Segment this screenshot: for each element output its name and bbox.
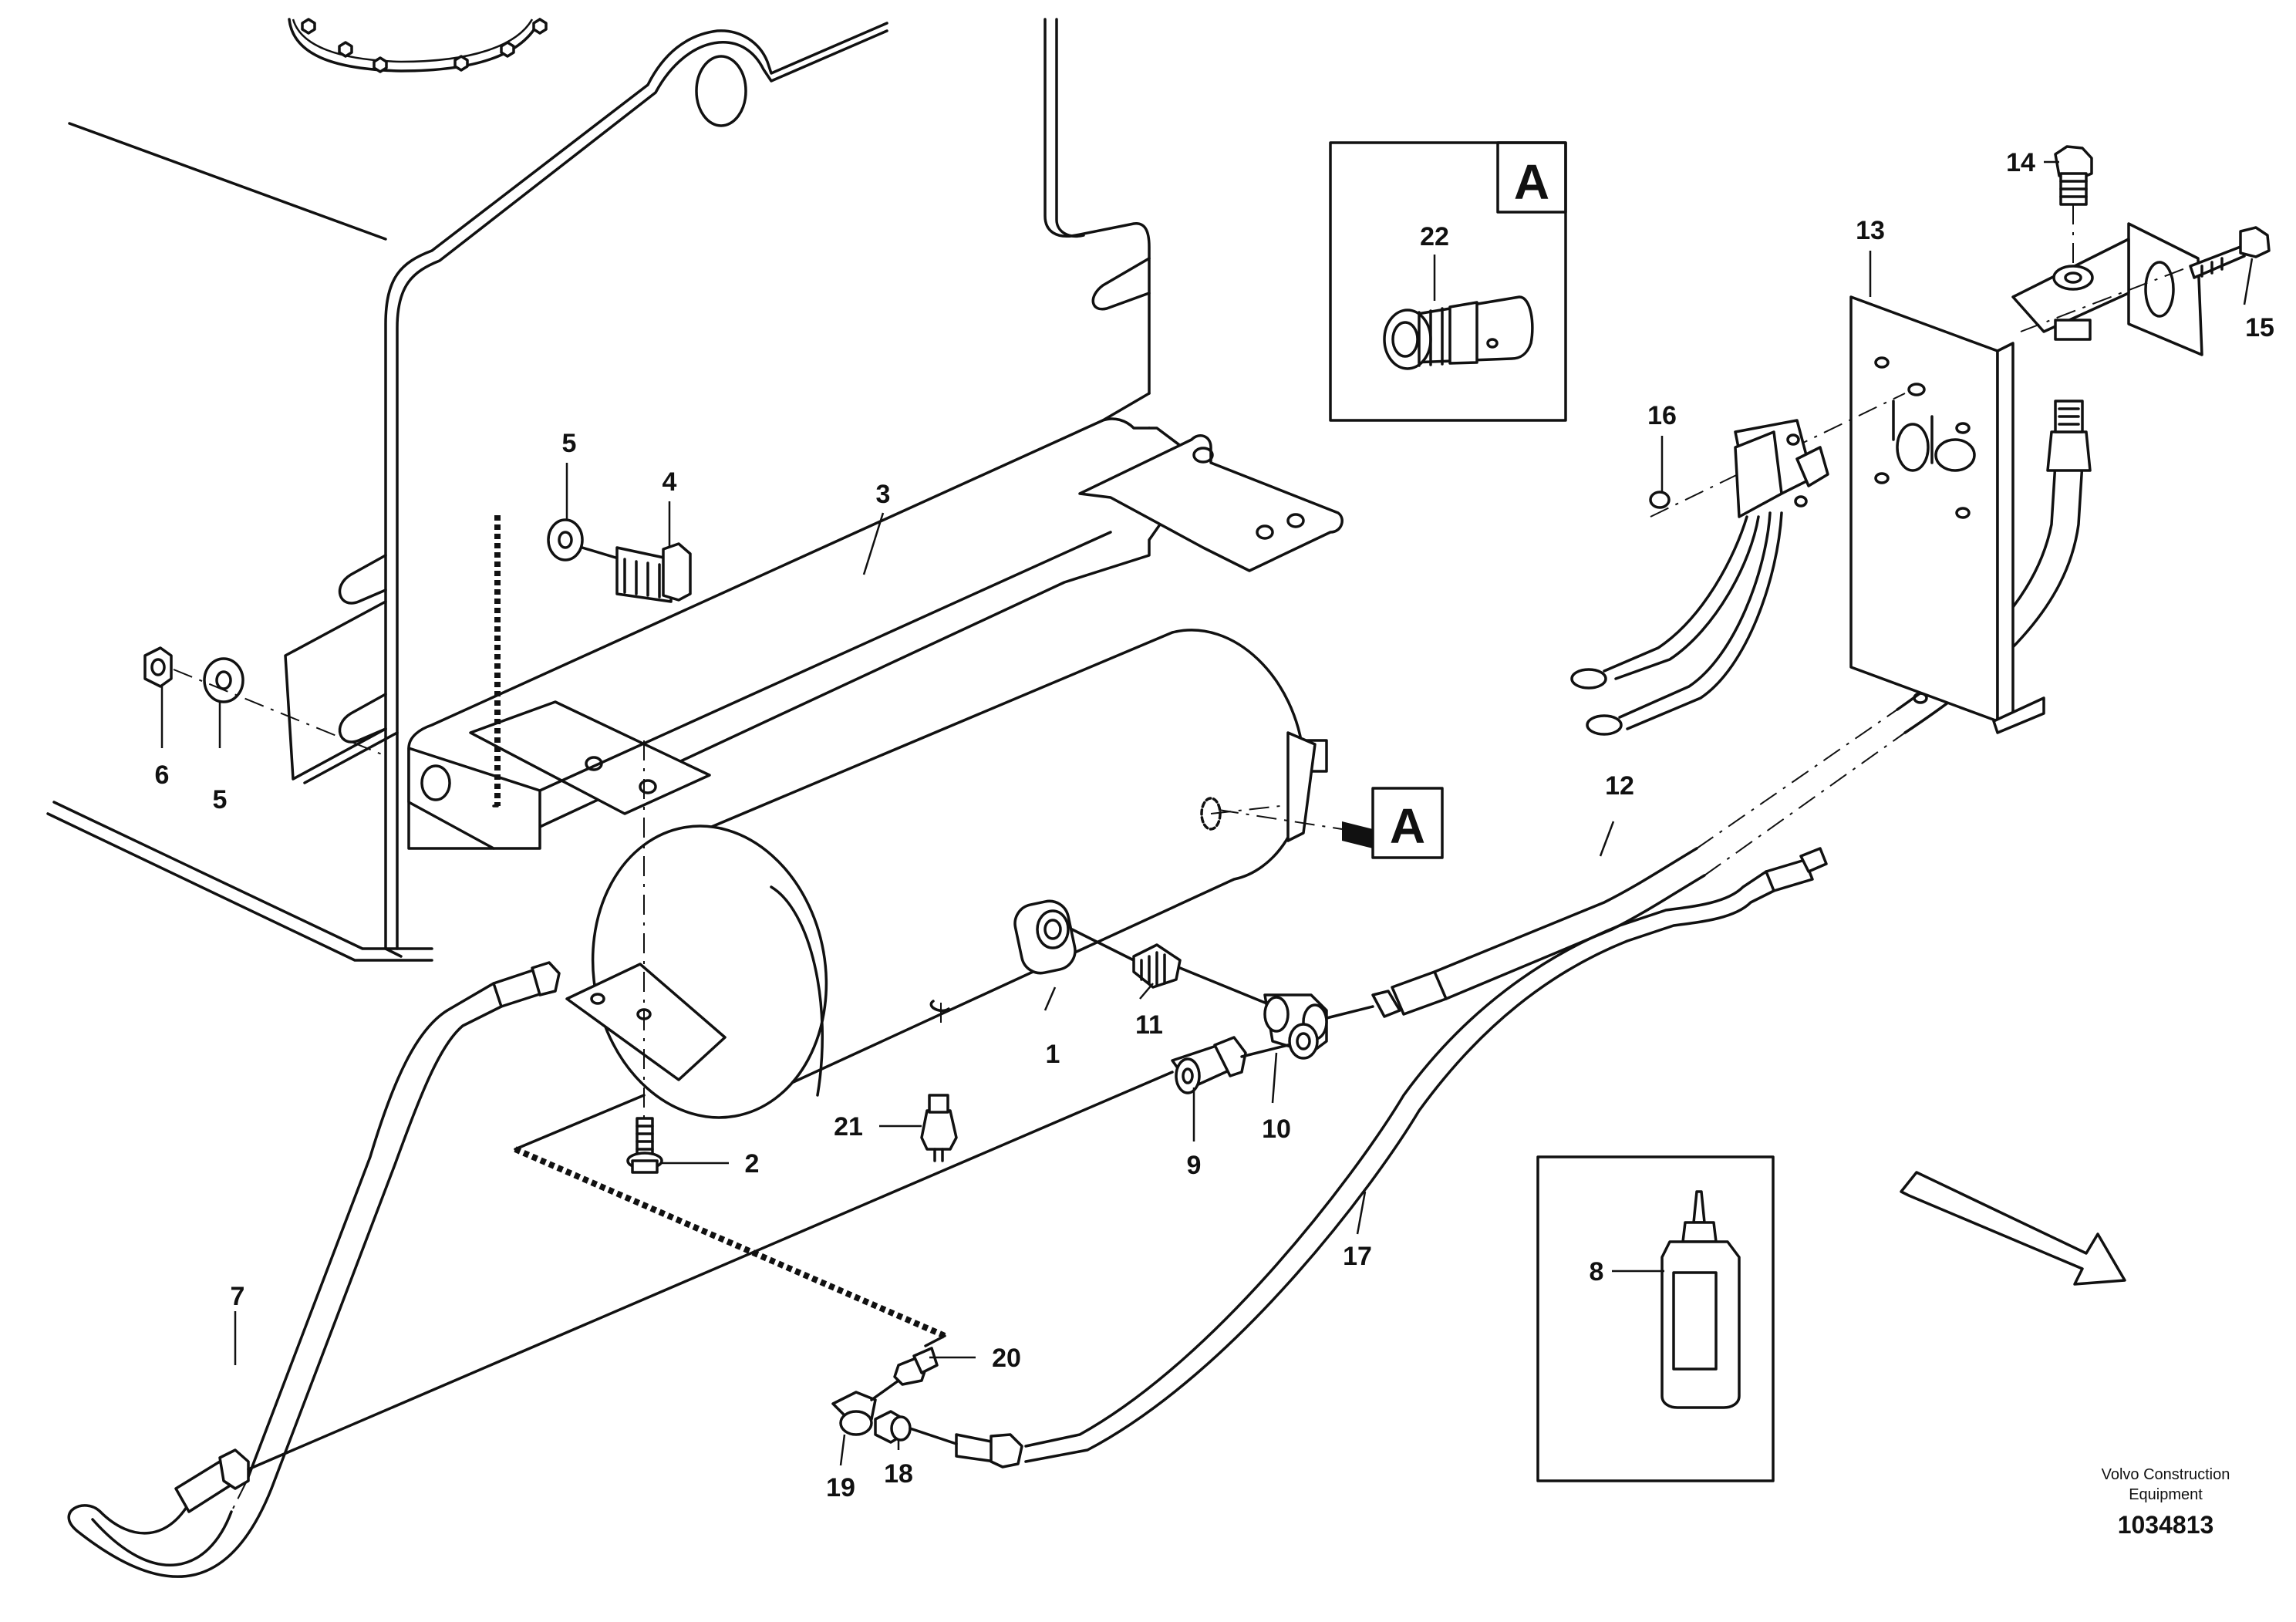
valve-22 [1383, 295, 1534, 370]
callout-15: 15 [2245, 313, 2274, 342]
flange-bolts [301, 18, 548, 73]
inset-letter: A [1514, 154, 1549, 210]
callout-leaders [160, 160, 2254, 1466]
callout-17: 17 [1343, 1242, 1372, 1271]
document-number: 1034813 [2118, 1511, 2214, 1539]
bolt-2 [626, 1117, 663, 1174]
credit-line-1: Volvo Construction [2102, 1466, 2230, 1483]
callout-9: 9 [1187, 1151, 1202, 1180]
bolt-4 [547, 518, 692, 603]
callout-16: 16 [1647, 401, 1677, 430]
pressure-switch-16 [1570, 393, 1906, 736]
detail-pointer-a: A [1218, 787, 1444, 859]
credit-line-2: Equipment [2129, 1486, 2203, 1503]
fitting-9 [1171, 1036, 1290, 1094]
callout-10: 10 [1262, 1114, 1291, 1144]
callout-6: 6 [155, 760, 170, 790]
callout-12: 12 [1605, 771, 1634, 801]
publisher-credit: Volvo Construction Equipment 1034813 [2102, 1466, 2230, 1539]
bracket-15 [2011, 222, 2271, 356]
pointer-letter: A [1390, 798, 1425, 854]
callout-20: 20 [992, 1344, 1021, 1373]
bolt-14 [2054, 145, 2093, 274]
callout-2: 2 [745, 1149, 760, 1179]
tube-17 [955, 847, 1828, 1469]
sensor-21 [920, 1000, 958, 1162]
nut-6-washer-5 [143, 646, 386, 757]
callout-18: 18 [884, 1459, 913, 1489]
callout-3: 3 [876, 480, 891, 509]
callout-8: 8 [1590, 1257, 1604, 1286]
callout-14: 14 [2006, 148, 2035, 177]
tee-fitting-10 [1178, 966, 1374, 1060]
fitting-20 [893, 1347, 939, 1386]
callout-13: 13 [1856, 216, 1885, 245]
detail-inset-sealant [1536, 1155, 1775, 1482]
detail-inset-a: A [1329, 141, 1567, 422]
fitting-11 [1070, 928, 1182, 989]
callout-labels: 1 2 3 4 5 5 6 7 8 9 10 11 12 13 14 15 16… [155, 148, 2274, 1502]
callout-22: 22 [1420, 222, 1449, 251]
air-tank [565, 629, 1328, 1119]
tank-bracket [407, 417, 1344, 850]
callout-21: 21 [834, 1112, 863, 1141]
callout-11: 11 [1135, 1010, 1163, 1040]
tank-port [1013, 899, 1077, 975]
callout-5a: 5 [562, 429, 577, 458]
mounting-plate-13 [1849, 295, 2045, 734]
callout-5b: 5 [213, 785, 228, 814]
callout-4: 4 [663, 467, 677, 497]
callout-7: 7 [231, 1282, 245, 1311]
sealant-bottle-8 [1660, 1190, 1741, 1409]
callout-1: 1 [1046, 1040, 1060, 1069]
fitting-18 [874, 1410, 958, 1445]
callout-19: 19 [826, 1473, 855, 1502]
alignment-lines [492, 515, 1281, 1347]
direction-arrow [1900, 1171, 2126, 1286]
elbow-fitting-19 [831, 1379, 900, 1436]
hose-7 [67, 961, 1174, 1578]
